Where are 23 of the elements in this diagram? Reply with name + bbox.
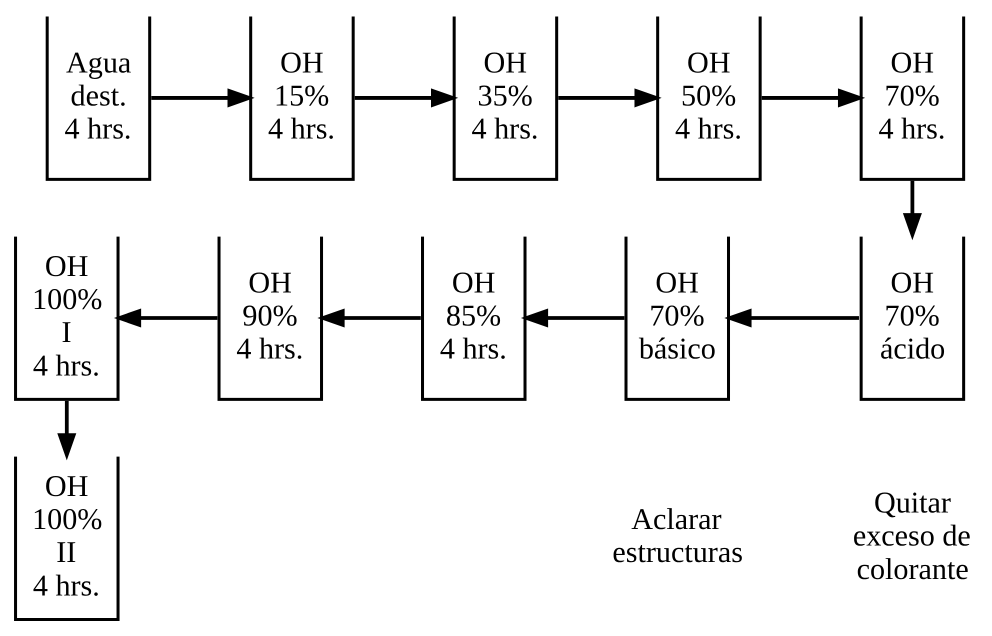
arrow [151, 88, 255, 108]
node-text: OH 70% 4 hrs. [878, 45, 946, 146]
node-label: Quitar exceso de colorante [852, 485, 971, 586]
node-text: OH 90% 4 hrs. [236, 265, 304, 366]
node-text: OH 15% 4 hrs. [268, 45, 335, 146]
node-label: Aclarar estructuras [612, 502, 743, 570]
arrow [354, 88, 458, 108]
arrow [558, 88, 662, 108]
arrow [114, 308, 218, 328]
node-text: Agua dest. 4 hrs. [64, 45, 132, 146]
node-text: OH 70% ácido [880, 265, 946, 366]
arrow [520, 308, 624, 328]
node-text: OH 35% 4 hrs. [472, 45, 538, 146]
arrow [724, 308, 859, 328]
node-text: OH 85% 4 hrs. [440, 265, 507, 366]
node-text: OH 100% I 4 hrs. [32, 248, 102, 382]
node-text: OH 50% 4 hrs. [674, 45, 742, 146]
node-text: OH 70% básico [638, 265, 716, 366]
arrow [317, 308, 421, 328]
arrow [57, 400, 76, 460]
node-text: OH 100% II 4 hrs. [32, 468, 102, 602]
arrow [902, 180, 922, 240]
arrow [762, 88, 866, 108]
